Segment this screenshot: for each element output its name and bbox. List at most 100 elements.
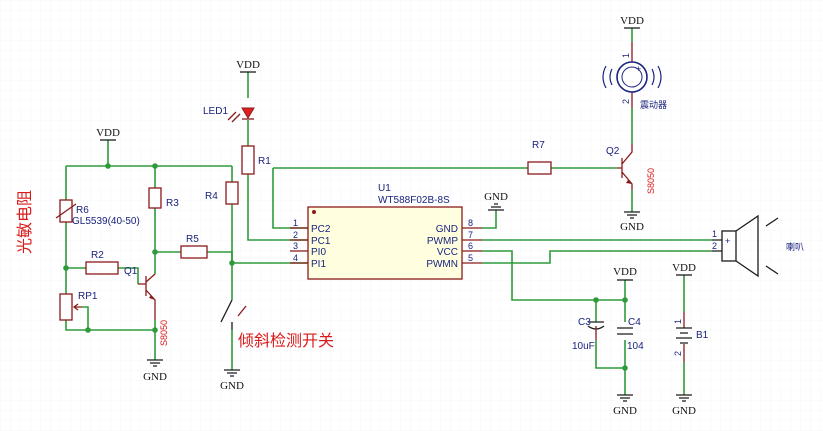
gnd-symbol-tilt: GND <box>220 369 244 392</box>
r1-ref: R1 <box>258 156 271 167</box>
u1-pin-number: 1 <box>293 218 298 228</box>
c3-capacitor[interactable]: C3 10uF <box>572 317 605 352</box>
junction-dot <box>152 249 158 255</box>
c4-value: 104 <box>627 341 644 352</box>
u1-pin-name: PC1 <box>311 236 331 247</box>
junction-dot <box>622 297 628 303</box>
speaker-ref: 喇叭 <box>786 241 804 252</box>
speaker-pin2: 2 <box>712 241 717 251</box>
u1-pin-name: VCC <box>437 247 458 258</box>
q1-ref: Q1 <box>124 266 138 277</box>
u1-right-pins <box>462 227 482 264</box>
led1[interactable]: LED1 <box>203 106 255 123</box>
u1-pin-name: PWMP <box>427 236 458 247</box>
buzzer-plus: + <box>636 64 641 74</box>
u1-part: WT588F02B-8S <box>378 195 450 206</box>
speaker-pin1: 1 <box>712 229 717 239</box>
gnd-symbol-caps: GND <box>613 394 637 417</box>
r5-ref: R5 <box>186 234 199 245</box>
r6-ref: R6 <box>76 205 89 216</box>
u1-pin-name: PI0 <box>311 247 326 258</box>
junction-dot <box>622 365 628 371</box>
vdd-symbol-caps: VDD <box>613 266 637 281</box>
vdd-label: VDD <box>613 266 637 278</box>
gnd-label: GND <box>620 221 644 233</box>
buzzer-ref: 震动器 <box>640 100 667 110</box>
r3-resistor[interactable]: R3 <box>148 187 179 209</box>
u1-pin-name: GND <box>436 224 458 235</box>
r5-resistor[interactable]: R5 <box>180 234 208 259</box>
r4-resistor[interactable]: R4 <box>205 181 239 205</box>
u1-chip[interactable]: U1 WT588F02B-8S <box>307 183 463 280</box>
u1-ref: U1 <box>378 183 391 194</box>
q2-transistor[interactable]: Q2 S8050 <box>606 144 656 194</box>
r6-photoresistor[interactable]: R6 GL5539(40-50) <box>55 199 140 227</box>
junction-dot <box>152 327 158 333</box>
b1-battery[interactable]: 1 2 B1 <box>673 312 709 362</box>
gnd-symbol-q1: GND <box>143 359 167 383</box>
u1-pin-number: 3 <box>293 241 298 251</box>
u1-left-pin-labels: 1 PC2 2 PC1 3 PI0 4 PI1 <box>293 218 331 270</box>
c4-ref: C4 <box>628 317 641 328</box>
c4-capacitor[interactable]: C4 104 <box>617 317 644 352</box>
vdd-symbol-led: VDD <box>236 59 260 73</box>
b1-pin1: 1 <box>673 319 683 324</box>
rp1-ref: RP1 <box>78 291 98 302</box>
vdd-symbol-battery: VDD <box>672 262 696 276</box>
u1-pin-number: 5 <box>468 253 473 263</box>
r7-ref: R7 <box>532 140 545 151</box>
speaker[interactable]: 1 2 + 喇叭 <box>712 214 804 278</box>
vdd-label: VDD <box>96 127 120 139</box>
u1-right-pin-labels: 8 GND 7 PWMP 6 VCC 5 PWMN <box>426 218 473 270</box>
r2-resistor[interactable]: R2 <box>85 250 119 275</box>
junction-dot <box>229 260 235 266</box>
tilt-switch[interactable]: 倾斜检测开关 <box>220 299 334 350</box>
u1-pin-name: PI1 <box>311 259 326 270</box>
vdd-label: VDD <box>236 59 260 71</box>
buzzer-pin2: 2 <box>621 99 631 104</box>
u1-pin-number: 6 <box>468 241 473 251</box>
led1-ref: LED1 <box>203 106 228 117</box>
u1-pin-name: PWMN <box>426 259 458 270</box>
junction-dot <box>63 265 69 271</box>
gnd-symbol-q2: GND <box>620 211 644 233</box>
q1-part: S8050 <box>159 320 169 346</box>
rp1-potentiometer[interactable]: RP1 <box>59 291 98 321</box>
vibration-motor[interactable]: + 1 2 震动器 <box>602 42 667 110</box>
ldr-note: 光敏电阻 <box>15 190 34 254</box>
r4-ref: R4 <box>205 191 218 202</box>
r2-ref: R2 <box>91 250 104 261</box>
u1-pin-number: 2 <box>293 230 298 240</box>
gnd-label: GND <box>672 405 696 417</box>
u1-pin-number: 4 <box>293 253 298 263</box>
c3-ref: C3 <box>578 317 591 328</box>
q2-ref: Q2 <box>606 146 620 157</box>
r7-resistor[interactable]: R7 <box>527 140 552 175</box>
b1-pin2: 2 <box>673 351 683 356</box>
vdd-label: VDD <box>620 15 644 27</box>
junction-dot <box>593 297 599 303</box>
junction-dot <box>85 327 91 333</box>
vdd-symbol-buzzer: VDD <box>620 15 644 29</box>
vdd-symbol-left: VDD <box>96 127 120 141</box>
u1-pin-number: 7 <box>468 230 473 240</box>
tilt-note: 倾斜检测开关 <box>238 331 334 350</box>
buzzer-pin1: 1 <box>621 53 631 58</box>
junction-dot <box>152 163 158 169</box>
r1-resistor[interactable]: R1 <box>241 145 271 175</box>
c3-value: 10uF <box>572 341 595 352</box>
u1-left-pins <box>290 227 308 264</box>
speaker-plus: + <box>725 236 730 246</box>
u1-pin-name: PC2 <box>311 224 331 235</box>
gnd-symbol-battery: GND <box>672 394 696 417</box>
q2-part: S8050 <box>646 168 656 194</box>
gnd-label: GND <box>484 191 508 203</box>
u1-pin-number: 8 <box>468 218 473 228</box>
q1-transistor[interactable]: Q1 S8050 <box>124 266 169 346</box>
r3-ref: R3 <box>166 198 179 209</box>
gnd-label: GND <box>143 371 167 383</box>
vdd-label: VDD <box>672 262 696 274</box>
gnd-symbol-u1: GND <box>484 191 508 211</box>
b1-ref: B1 <box>696 330 709 341</box>
r6-value: GL5539(40-50) <box>72 216 140 227</box>
